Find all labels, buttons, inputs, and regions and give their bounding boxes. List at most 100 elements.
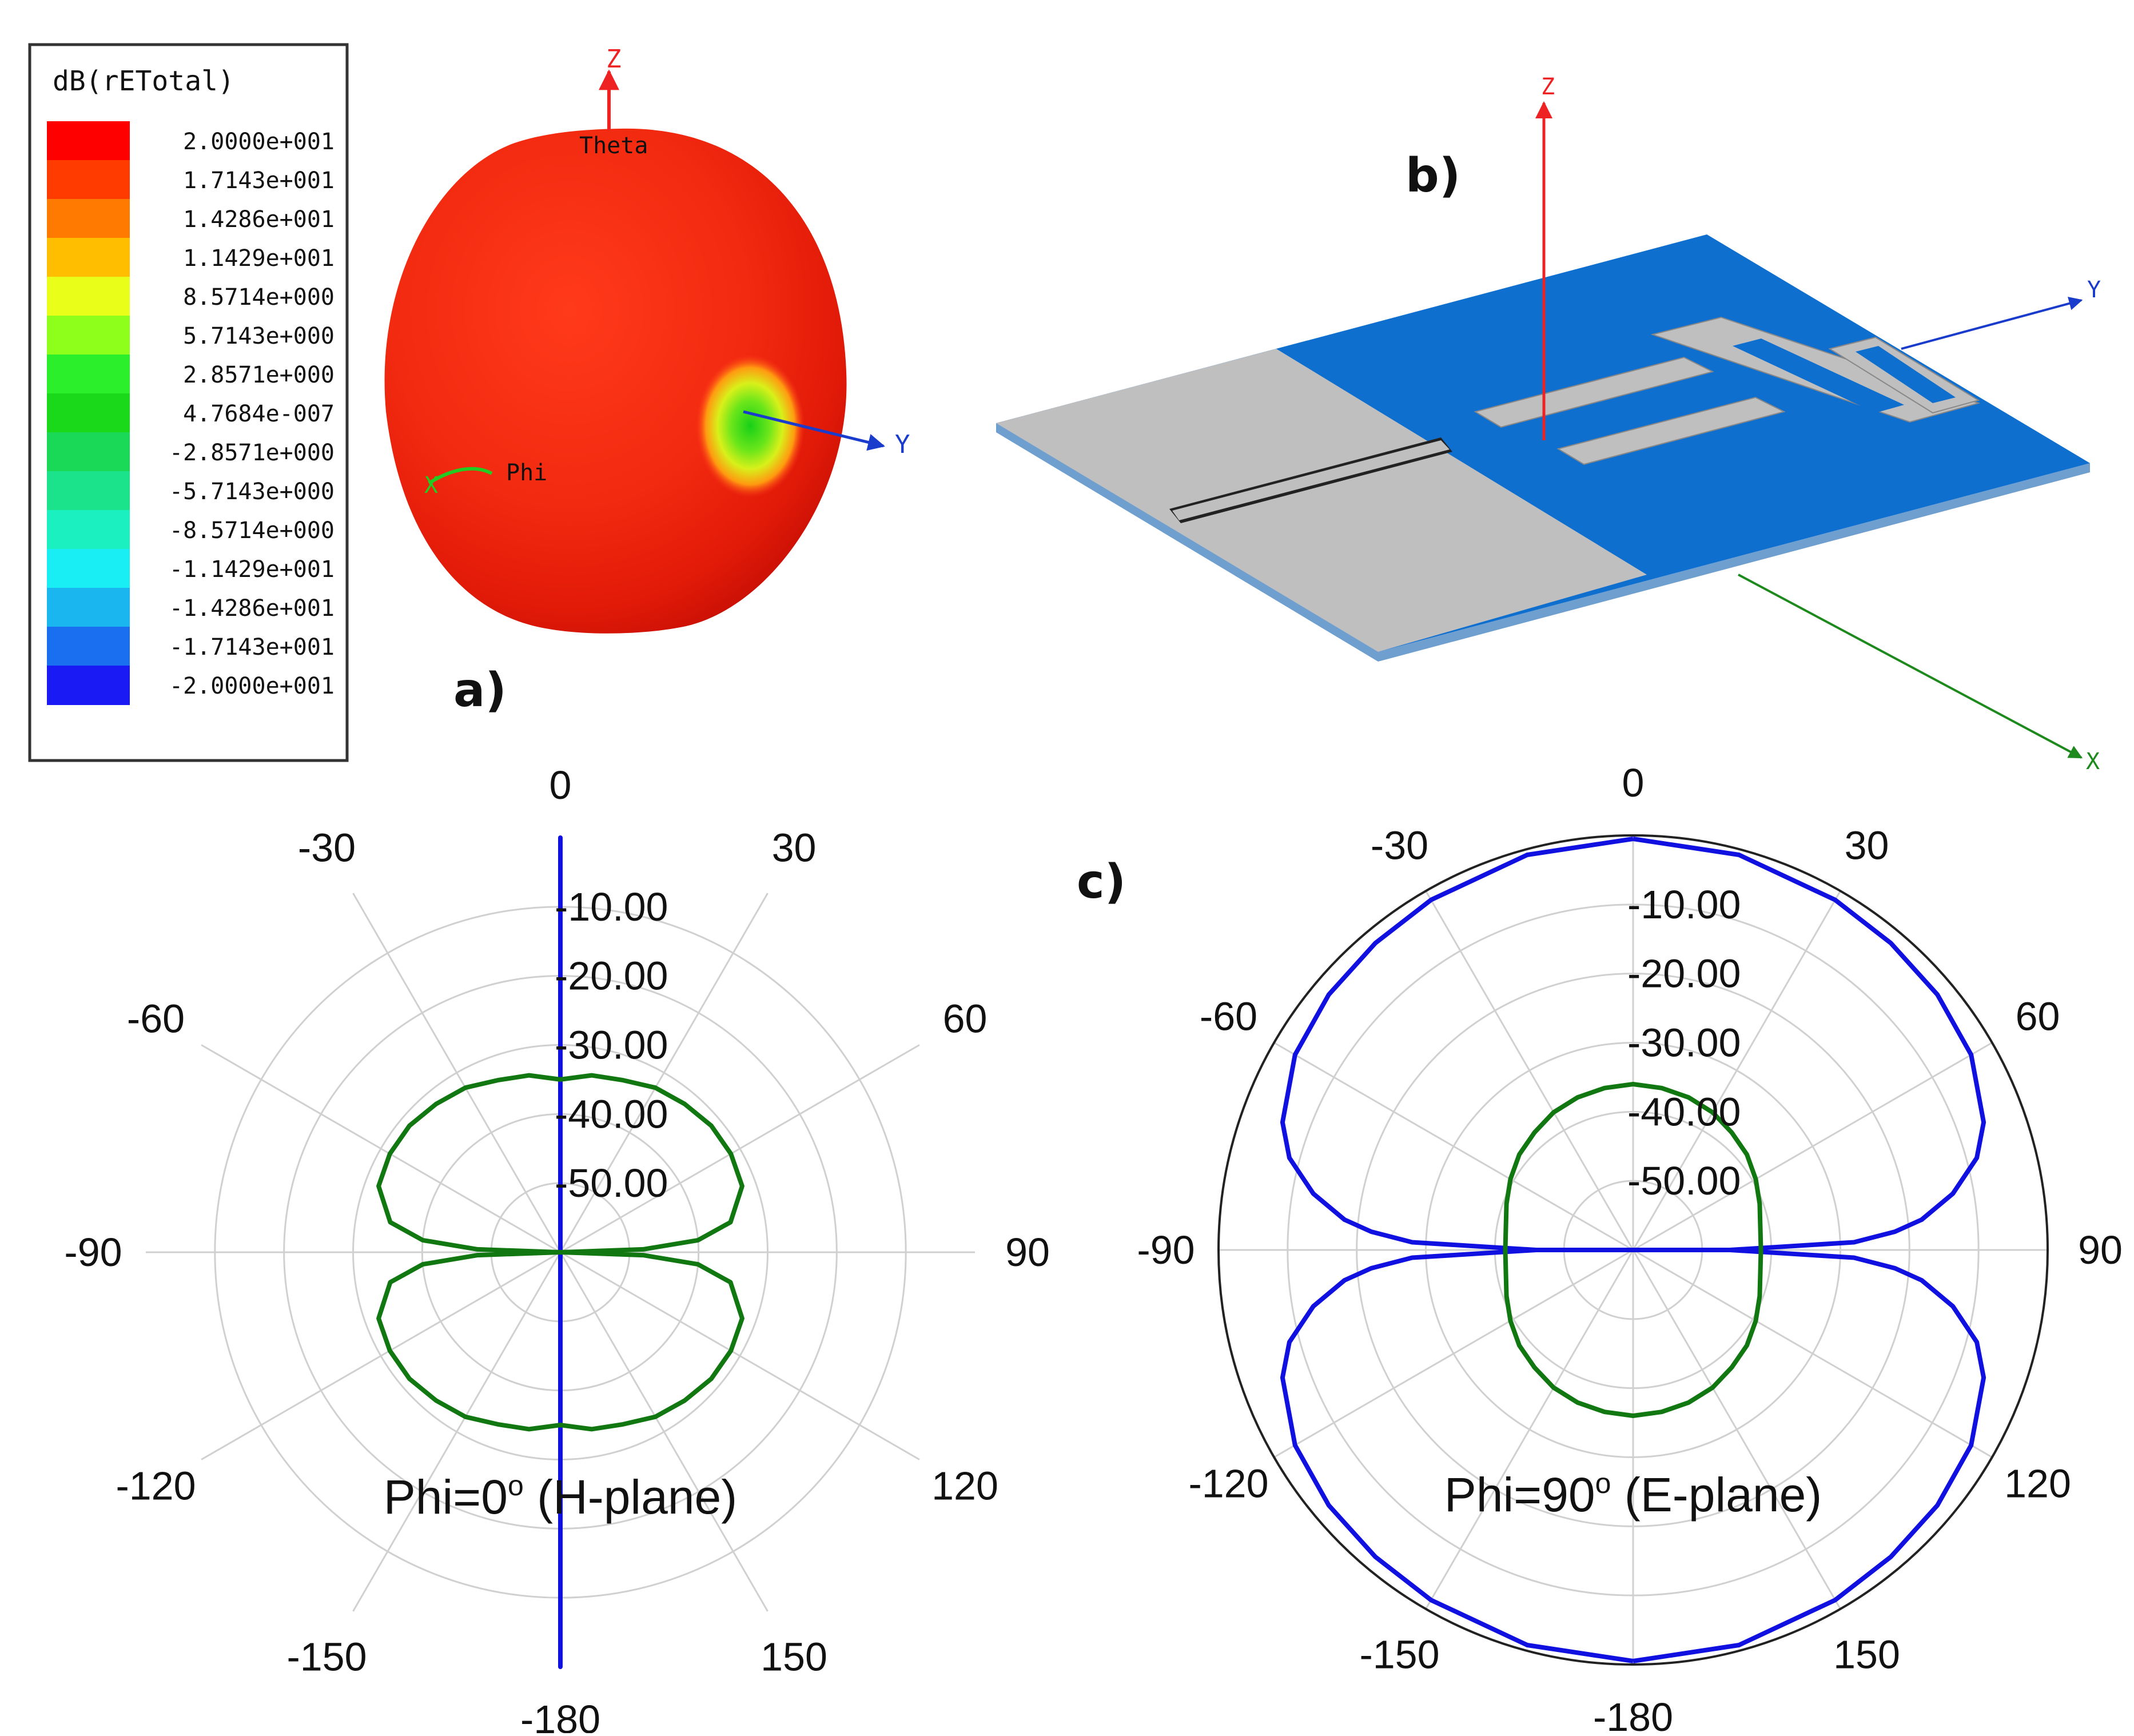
substrate-edge bbox=[996, 423, 2090, 662]
polar-grid-spoke bbox=[1633, 1249, 1993, 1458]
polar-angle-tick-label: -90 bbox=[64, 1230, 122, 1275]
polar-angle-tick-label: 60 bbox=[2016, 994, 2060, 1039]
polar-angle-tick-label: 150 bbox=[1833, 1633, 1900, 1677]
antenna-geometry-panel: b) Z Y X bbox=[996, 74, 2101, 775]
pattern-3d-panel: Z Theta Y X Phi a) bbox=[384, 45, 910, 718]
legend-swatch bbox=[47, 316, 130, 355]
legend-panel: dB(rETotal) 2.0000e+0011.7143e+0011.4286… bbox=[28, 43, 349, 762]
patch-strip-1 bbox=[1474, 356, 1714, 428]
patch-arm-1-slot bbox=[1733, 339, 1904, 413]
polar-radial-tick-label: -50.00 bbox=[555, 1161, 668, 1205]
polar-grid-spoke bbox=[1273, 1249, 1634, 1458]
legend-swatch bbox=[47, 121, 130, 161]
legend-value-label: 4.7684e-007 bbox=[183, 401, 335, 427]
radiation-pattern-surface bbox=[384, 128, 847, 634]
feed-line bbox=[1172, 440, 1450, 520]
ground-plane bbox=[996, 349, 1647, 652]
legend-value-label: 8.5714e+000 bbox=[183, 284, 335, 310]
pattern-z-label: Z bbox=[606, 45, 622, 74]
polar-angle-tick-label: -60 bbox=[1200, 994, 1257, 1039]
geometry-y-label: Y bbox=[2087, 277, 2101, 303]
legend-swatch bbox=[47, 238, 130, 277]
legend-swatch bbox=[47, 355, 130, 394]
polar-radial-tick-label: -30.00 bbox=[555, 1023, 668, 1068]
legend-value-label: -1.1429e+001 bbox=[169, 556, 335, 583]
polar-chart-e-plane: 0306090120150-180-150-120-90-60-30-10.00… bbox=[1137, 761, 2123, 1736]
legend-entries: 2.0000e+0011.7143e+0011.4286e+0011.1429e… bbox=[47, 121, 335, 705]
polar-grid-spoke bbox=[560, 1044, 920, 1253]
polar-grid-spoke bbox=[559, 1252, 769, 1612]
polar-series-trace bbox=[1503, 1082, 1763, 1418]
polar-grid-spoke bbox=[1273, 1042, 1634, 1251]
legend-swatch bbox=[47, 277, 130, 316]
polar-grid-spoke bbox=[1633, 1042, 1993, 1251]
polar-grid-spoke bbox=[1632, 1249, 1841, 1610]
polar-angle-tick-label: -30 bbox=[298, 826, 356, 870]
polar-angle-tick-label: -180 bbox=[520, 1697, 600, 1733]
pattern-phi-arc bbox=[428, 467, 493, 485]
polar-angle-tick-label: -120 bbox=[116, 1464, 196, 1508]
polar-angle-tick-label: -180 bbox=[1593, 1695, 1673, 1733]
polar-grid-spoke bbox=[352, 893, 562, 1253]
polar-angle-tick-label: 0 bbox=[1622, 761, 1645, 805]
legend-swatch bbox=[47, 666, 130, 705]
polar-plane-caption: Phi=90o (E-plane) bbox=[1444, 1467, 1822, 1522]
legend-swatch bbox=[47, 510, 130, 550]
geometry-x-label: X bbox=[2086, 748, 2100, 775]
legend-value-label: -1.4286e+001 bbox=[169, 595, 335, 622]
polar-angle-tick-label: -150 bbox=[286, 1635, 367, 1679]
polar-grid-spoke bbox=[201, 1044, 561, 1253]
geometry-x-axis bbox=[1738, 574, 2083, 759]
polar-angle-tick-label: -30 bbox=[1371, 823, 1428, 868]
polar-angle-tick-label: -60 bbox=[127, 997, 185, 1041]
legend-swatch bbox=[47, 393, 130, 433]
legend-value-label: -1.7143e+001 bbox=[169, 634, 335, 660]
polar-grid-spoke bbox=[1425, 1249, 1634, 1610]
legend-value-label: 2.8571e+000 bbox=[183, 362, 335, 388]
panel-label-a: a) bbox=[453, 663, 507, 718]
polar-angle-tick-label: -90 bbox=[1137, 1228, 1195, 1272]
panel-label-c: c) bbox=[1077, 855, 1126, 909]
legend-value-label: 1.7143e+001 bbox=[183, 168, 335, 194]
polar-grid-spoke bbox=[1425, 890, 1634, 1251]
legend-value-label: 1.4286e+001 bbox=[183, 206, 335, 233]
legend-value-label: -2.0000e+001 bbox=[169, 673, 335, 699]
polar-angle-tick-label: -120 bbox=[1188, 1462, 1268, 1506]
legend-value-label: 2.0000e+001 bbox=[183, 129, 335, 155]
legend-swatch bbox=[47, 199, 130, 238]
polar-angle-tick-label: 90 bbox=[1005, 1230, 1050, 1275]
polar-angle-tick-label: 0 bbox=[550, 763, 572, 807]
polar-radial-tick-label: -10.00 bbox=[1627, 882, 1741, 927]
polar-series-trace bbox=[376, 1073, 744, 1432]
legend-value-label: 5.7143e+000 bbox=[183, 323, 335, 349]
polar-angle-tick-label: -150 bbox=[1359, 1633, 1439, 1677]
pattern-x-label: X bbox=[424, 472, 438, 499]
pattern-theta-label: Theta bbox=[579, 133, 648, 159]
legend-swatch bbox=[47, 627, 130, 666]
legend-value-label: -8.5714e+000 bbox=[169, 517, 335, 544]
polar-grid-spoke bbox=[559, 893, 769, 1253]
polar-angle-tick-label: 120 bbox=[931, 1464, 998, 1508]
polar-radial-tick-label: -20.00 bbox=[555, 954, 668, 998]
polar-grid-spoke bbox=[352, 1252, 562, 1612]
polar-radial-tick-label: -20.00 bbox=[1627, 951, 1741, 996]
polar-grid-spoke bbox=[201, 1251, 561, 1460]
polar-radial-tick-label: -40.00 bbox=[1627, 1089, 1741, 1134]
polar-angle-tick-label: 30 bbox=[1845, 823, 1889, 868]
geometry-y-axis bbox=[1901, 297, 2083, 350]
polar-angle-tick-label: 90 bbox=[2078, 1228, 2123, 1272]
polar-radial-tick-label: -40.00 bbox=[555, 1092, 668, 1136]
pattern-phi-label: Phi bbox=[506, 460, 547, 486]
patch-arm-2-slot bbox=[1856, 346, 1956, 403]
legend-swatch bbox=[47, 471, 130, 511]
polar-series-trace bbox=[1280, 1248, 1986, 1663]
patch-strip-2 bbox=[1556, 396, 1786, 465]
legend-value-label: -5.7143e+000 bbox=[169, 479, 335, 505]
legend-value-label: -2.8571e+000 bbox=[169, 440, 335, 466]
polar-angle-tick-label: 60 bbox=[943, 997, 988, 1041]
legend-swatch bbox=[47, 588, 130, 627]
polar-frame-circle bbox=[1217, 834, 2049, 1666]
legend-swatch bbox=[47, 432, 130, 472]
pattern-null-dimple bbox=[696, 355, 805, 497]
